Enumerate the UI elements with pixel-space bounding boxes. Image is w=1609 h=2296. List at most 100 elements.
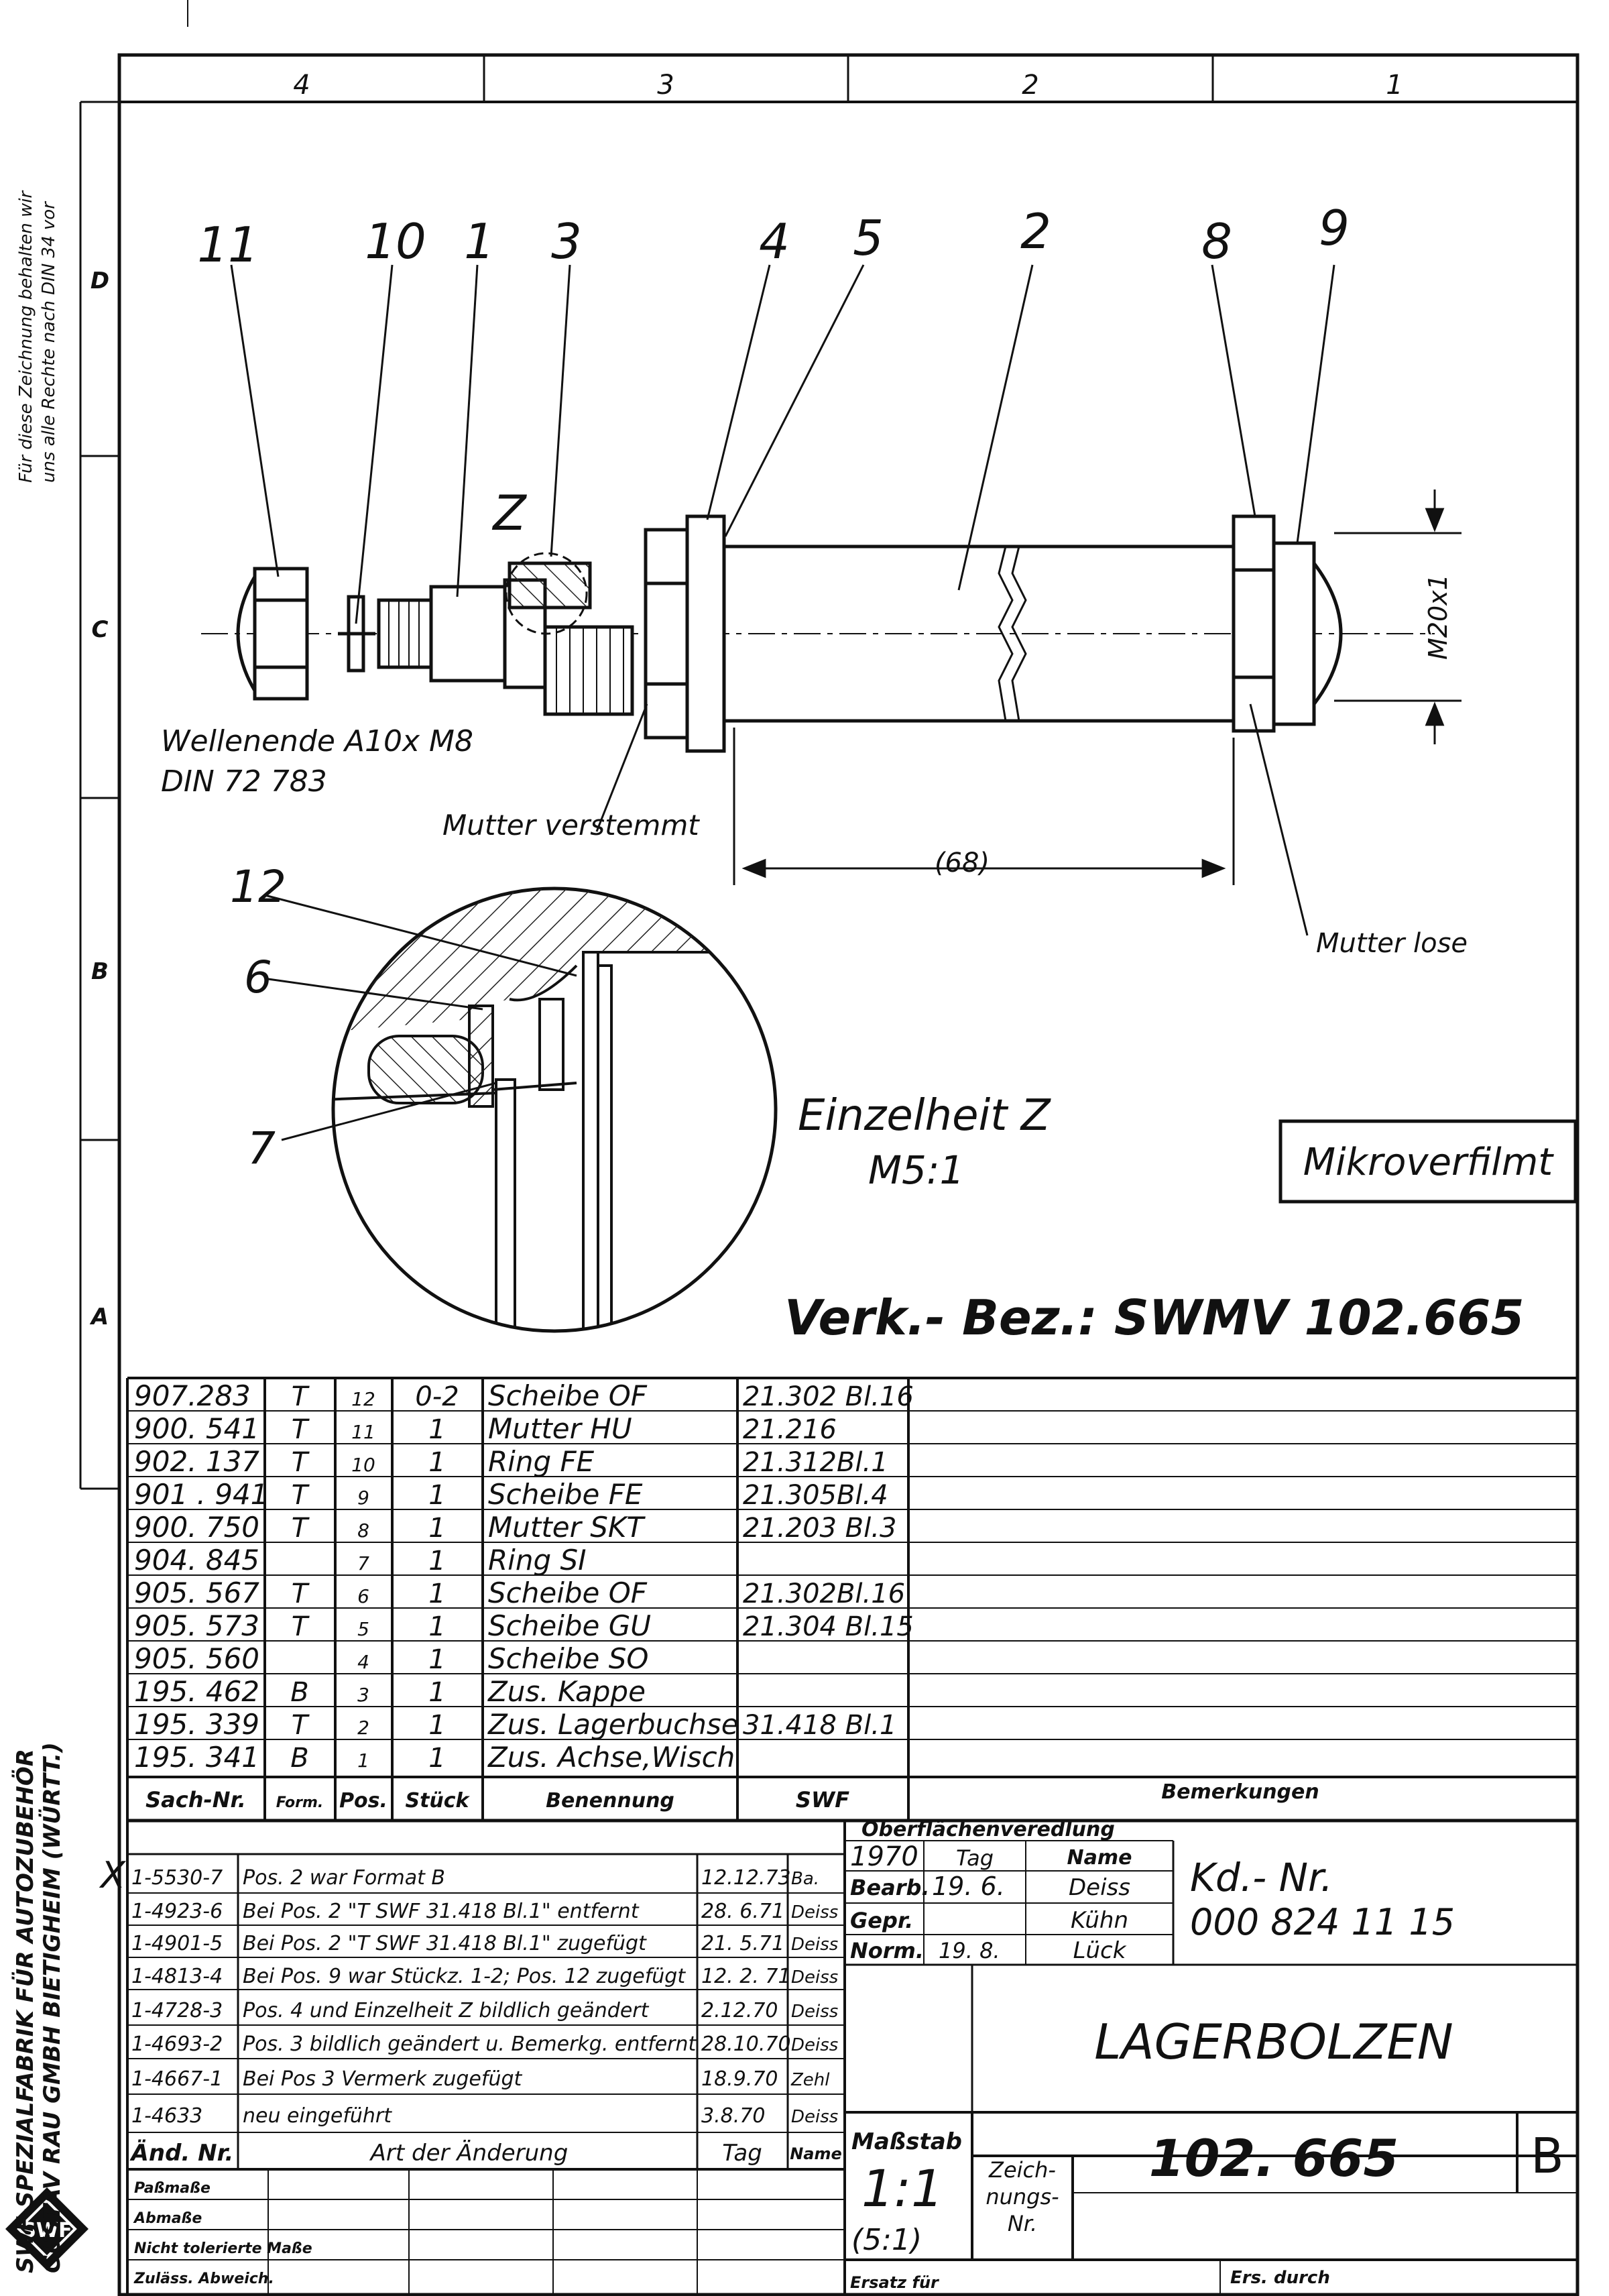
parts-cell: 195. 341 <box>134 1741 259 1774</box>
parts-cell: Scheibe FE <box>488 1478 643 1511</box>
change-cell: Deiss <box>791 1935 838 1955</box>
parts-cell: 900. 750 <box>134 1511 259 1544</box>
header-stueck: Stück <box>405 1789 470 1813</box>
change-cell: 1-4923-6 <box>131 1900 223 1923</box>
copyright-note: Für diese Zeichnung behalten wir uns all… <box>15 191 60 483</box>
parts-cell: B <box>290 1677 308 1708</box>
parts-cell: Mutter SKT <box>488 1511 646 1544</box>
detail-callout-12: 12 <box>230 861 286 913</box>
parts-cell: 905. 573 <box>134 1609 259 1642</box>
detail-callout-7: 7 <box>247 1123 276 1174</box>
parts-cell: 1 <box>428 1644 445 1675</box>
callout-10: 10 <box>365 213 426 270</box>
grid-col-2: 2 <box>1022 70 1038 101</box>
bearb-date: 19. 6. <box>932 1872 1005 1901</box>
change-cell: 12.12.73 <box>701 1866 791 1890</box>
parts-cell: Ring FE <box>488 1445 595 1478</box>
shaft-end-standard: DIN 72 783 <box>161 764 327 799</box>
parts-cell: Mutter HU <box>488 1412 632 1445</box>
header-bemerkungen: Bemerkungen <box>1161 1780 1319 1804</box>
parts-cell: 4 <box>357 1651 369 1673</box>
grid-row-c: C <box>92 616 109 643</box>
parts-cell: 1 <box>428 1743 445 1774</box>
parts-cell: 0-2 <box>415 1381 459 1412</box>
title-block: Oberflächenveredlung 1970 Tag Name Bearb… <box>850 1818 1564 2292</box>
title-block-grid <box>845 1840 1577 2295</box>
change-cell: neu eingeführt <box>243 2104 392 2128</box>
parts-cell: 195. 462 <box>134 1675 259 1708</box>
change-cell: Deiss <box>791 2002 838 2022</box>
change-marker: X <box>99 1854 126 1896</box>
header-swf: SWF <box>796 1787 849 1813</box>
parts-cell: T <box>292 1578 310 1609</box>
thread-dimension: M20x1 <box>1423 574 1453 660</box>
change-cell: 1-4633 <box>131 2104 202 2128</box>
change-cell: Ba. <box>791 1869 819 1889</box>
header-name: Name <box>790 2144 842 2163</box>
change-cell: Bei Pos. 9 war Stückz. 1-2; Pos. 12 zuge… <box>243 1965 686 1988</box>
parts-cell: 907.283 <box>134 1379 251 1412</box>
change-cell: 21. 5.71 <box>701 1932 784 1955</box>
parts-cell: 12 <box>351 1388 375 1410</box>
drawing-no-label-3: Nr. <box>1008 2211 1037 2236</box>
grid-col-4: 4 <box>293 70 310 101</box>
parts-cell: 1 <box>428 1480 445 1511</box>
microfilm-stamp-text: Mikroverfilmt <box>1303 1141 1554 1184</box>
parts-cell: T <box>292 1513 310 1544</box>
parts-cell: T <box>292 1611 310 1642</box>
view-annotations: Wellenende A10x M8 DIN 72 783 Mutter ver… <box>161 574 1468 959</box>
parts-cell: 195. 339 <box>134 1708 259 1741</box>
tool-designation: Verk.- Bez.: SWMV 102.665 <box>784 1289 1524 1346</box>
change-cell: 1-4813-4 <box>131 1965 223 1988</box>
parts-cell: T <box>292 1480 310 1511</box>
detail-scale: M5:1 <box>868 1147 964 1193</box>
fit-label: Paßmaße <box>134 2180 211 2197</box>
untol-label-2: Zuläss. Abweich. <box>133 2271 274 2287</box>
callout-11: 11 <box>197 217 259 273</box>
parts-cell: 8 <box>357 1519 369 1542</box>
gepr-name: Kühn <box>1071 1907 1128 1934</box>
parts-cell: 21.302Bl.16 <box>743 1578 905 1609</box>
bearb-label: Bearb. <box>850 1875 930 1900</box>
callout-8: 8 <box>1201 213 1232 270</box>
header-pos: Pos. <box>339 1789 388 1813</box>
change-cell: Bei Pos 3 Vermerk zugefügt <box>243 2067 523 2091</box>
callout-numbers: 11 10 1 3 4 5 2 8 9 Z <box>197 200 1350 541</box>
change-cell: Pos. 3 bildlich geändert u. Bemerkg. ent… <box>243 2032 697 2056</box>
parts-cell: 21.216 <box>743 1414 837 1445</box>
parts-cell: 2 <box>357 1717 369 1739</box>
surface-label: Oberflächenveredlung <box>861 1818 1115 1841</box>
callout-3: 3 <box>551 213 582 270</box>
company-name-line-1: SWF-SPEZIALFABRIK FÜR AUTOZUBEHÖR <box>12 1749 39 2273</box>
parts-cell: 902. 137 <box>134 1445 259 1478</box>
year: 1970 <box>850 1841 918 1872</box>
change-cell: 12. 2. 71 <box>701 1965 791 1988</box>
change-cell: Deiss <box>791 1902 838 1922</box>
callout-1: 1 <box>464 213 495 270</box>
grid-row-a: A <box>89 1304 109 1330</box>
nut-staked-note: Mutter verstemmt <box>442 809 700 842</box>
part-name: LAGERBOLZEN <box>1094 2014 1453 2070</box>
parts-cell: B <box>290 1743 308 1774</box>
parts-cell: 21.305Bl.4 <box>743 1480 888 1511</box>
change-cell: 1-4901-5 <box>131 1932 223 1955</box>
parts-cell: 1 <box>428 1546 445 1576</box>
change-history-header: Änd. Nr. Art der Änderung Tag Name <box>129 2139 842 2167</box>
scale: 1:1 <box>861 2159 943 2218</box>
name-label: Name <box>1067 1846 1132 1870</box>
company-name-line-2: GUSTAV RAU GMBH BIETIGHEIM (WÜRTT.) <box>39 1742 66 2273</box>
drawing-number: 102. 665 <box>1149 2128 1399 2188</box>
parts-cell: Scheibe OF <box>488 1576 648 1609</box>
header-sach-nr: Sach-Nr. <box>145 1787 246 1813</box>
header-art-der-aenderung: Art der Änderung <box>369 2140 569 2167</box>
parts-cell: 900. 541 <box>134 1412 259 1445</box>
nut-loose-note: Mutter lose <box>1316 928 1468 959</box>
kd-number: 000 824 11 15 <box>1190 1901 1455 1943</box>
detail-title: Einzelheit Z <box>798 1091 1051 1141</box>
parts-cell: 21.312Bl.1 <box>743 1447 888 1478</box>
parts-cell: Scheibe SO <box>488 1642 648 1675</box>
parts-cell: T <box>292 1447 310 1478</box>
shaft-end-note: Wellenende A10x M8 <box>161 724 473 758</box>
parts-cell: 901 . 941 <box>134 1478 268 1511</box>
